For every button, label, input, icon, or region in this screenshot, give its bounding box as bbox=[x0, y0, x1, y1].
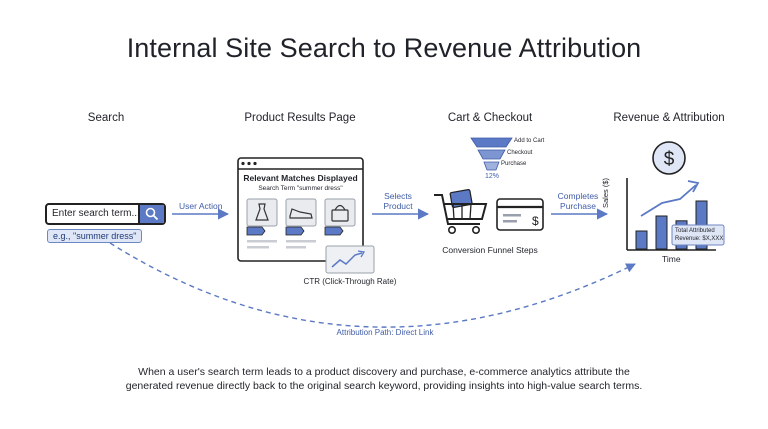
ctr-label: CTR (Click-Through Rate) bbox=[303, 277, 397, 286]
results-heading: Relevant Matches Displayed bbox=[243, 173, 358, 183]
funnel-caption: Conversion Funnel Steps bbox=[442, 245, 538, 255]
funnel-step-checkout: Checkout bbox=[507, 150, 533, 156]
ctr-chart-card bbox=[325, 245, 375, 274]
search-suggestion[interactable]: e.g., "summer dress" bbox=[47, 229, 143, 243]
arrow-label-selects-product: Selects Product bbox=[383, 191, 413, 211]
revenue-bar bbox=[635, 230, 648, 250]
revenue-trend-line bbox=[640, 184, 697, 217]
funnel-rate: 12% bbox=[484, 173, 499, 180]
funnel-step-purchase: Purchase bbox=[501, 161, 527, 167]
results-page-window bbox=[237, 157, 364, 262]
stage-label-search: Search bbox=[87, 112, 125, 124]
arrow-label-completes-purchase: Completes Purchase bbox=[557, 191, 599, 211]
search-placeholder: Enter search term... bbox=[52, 208, 140, 219]
attribution-path-label: Attribution Path: Direct Link bbox=[336, 328, 434, 337]
search-input[interactable]: Enter search term... bbox=[45, 203, 166, 225]
revenue-tooltip: Total Attributed Revenue: $X,XXX bbox=[675, 228, 724, 242]
product-card-bag bbox=[324, 198, 356, 236]
arrow-label-user-action: User Action bbox=[179, 201, 223, 211]
stage-label-revenue: Revenue & Attribution bbox=[613, 112, 725, 124]
search-button[interactable] bbox=[138, 205, 164, 223]
stage-label-results: Product Results Page bbox=[244, 112, 356, 124]
conversion-funnel-icon bbox=[470, 137, 513, 171]
product-card-dress bbox=[246, 198, 278, 236]
funnel-step-add-to-cart: Add to Cart bbox=[514, 138, 545, 144]
explanation-caption: When a user's search term leads to a pro… bbox=[125, 366, 643, 392]
payment-card-icon: $ bbox=[496, 198, 544, 231]
page-title: Internal Site Search to Revenue Attribut… bbox=[126, 33, 642, 63]
search-icon bbox=[145, 207, 159, 221]
revenue-xlabel: Time bbox=[662, 254, 681, 264]
shopping-cart-icon bbox=[434, 189, 488, 235]
dollar-coin-symbol: $ bbox=[664, 149, 675, 170]
payment-card-currency: $ bbox=[532, 214, 539, 228]
revenue-bar bbox=[655, 215, 668, 250]
revenue-chart bbox=[626, 178, 725, 251]
stage-label-cart: Cart & Checkout bbox=[447, 112, 533, 124]
attribution-path-arrow bbox=[109, 242, 636, 328]
dollar-coin-icon: $ bbox=[652, 141, 686, 175]
product-card-shoe bbox=[285, 198, 317, 236]
revenue-ylabel: Sales ($) bbox=[601, 177, 610, 208]
results-subheading: Search Term "summer dress" bbox=[258, 185, 343, 192]
